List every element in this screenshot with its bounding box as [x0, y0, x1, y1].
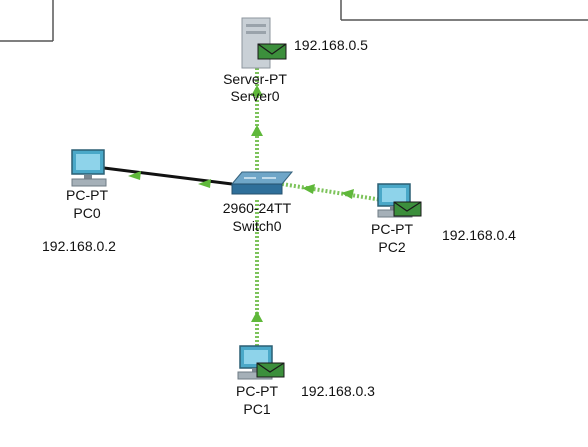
- envelope-icon: [257, 43, 287, 60]
- server-ip-label: 192.168.0.5: [294, 37, 368, 53]
- switch-icon: [230, 171, 294, 195]
- pc0-name-label: PC0: [73, 205, 100, 221]
- link-status-triangle: [341, 189, 354, 199]
- server-model-label: Server-PT: [223, 71, 287, 87]
- server-icon: [241, 17, 271, 69]
- pc2-name-label: PC2: [378, 239, 405, 255]
- server-device[interactable]: 192.168.0.5 Server-PT Server0: [223, 17, 368, 104]
- switch-model-label: 2960-24TT: [223, 200, 292, 216]
- pc2-ip-label: 192.168.0.4: [442, 227, 516, 243]
- link-status-triangle: [302, 184, 315, 194]
- pc0-model-label: PC-PT: [66, 187, 108, 203]
- pc0-device[interactable]: PC-PT PC0 192.168.0.2: [42, 149, 116, 254]
- link-status-triangle: [251, 125, 263, 136]
- pc1-name-label: PC1: [243, 401, 270, 417]
- link-status-triangle: [128, 171, 141, 180]
- envelope-icon: [393, 201, 422, 217]
- link-status-triangle: [251, 85, 263, 96]
- link-switch-pc1[interactable]: [251, 200, 263, 350]
- pc2-model-label: PC-PT: [371, 221, 413, 237]
- envelope-icon: [256, 362, 285, 378]
- link-status-triangle: [251, 311, 263, 322]
- link-server-switch[interactable]: [251, 60, 263, 174]
- pc-icon: [71, 149, 107, 187]
- top-right-panel: [340, 0, 588, 21]
- link-pc0-switch[interactable]: [103, 166, 233, 188]
- link-status-triangle: [198, 179, 211, 188]
- switch-name-label: Switch0: [232, 218, 281, 234]
- pc0-ip-label: 192.168.0.2: [42, 238, 116, 254]
- switch-device[interactable]: 2960-24TT Switch0: [223, 171, 294, 234]
- link-switch-pc2[interactable]: [281, 182, 383, 202]
- server-name-label: Server0: [230, 88, 279, 104]
- pc1-device[interactable]: PC-PT PC1 192.168.0.3: [236, 345, 375, 417]
- pc1-ip-label: 192.168.0.3: [301, 383, 375, 399]
- pc2-device[interactable]: PC-PT PC2 192.168.0.4: [371, 183, 516, 255]
- top-left-panel: [0, 0, 54, 42]
- pc1-model-label: PC-PT: [236, 383, 278, 399]
